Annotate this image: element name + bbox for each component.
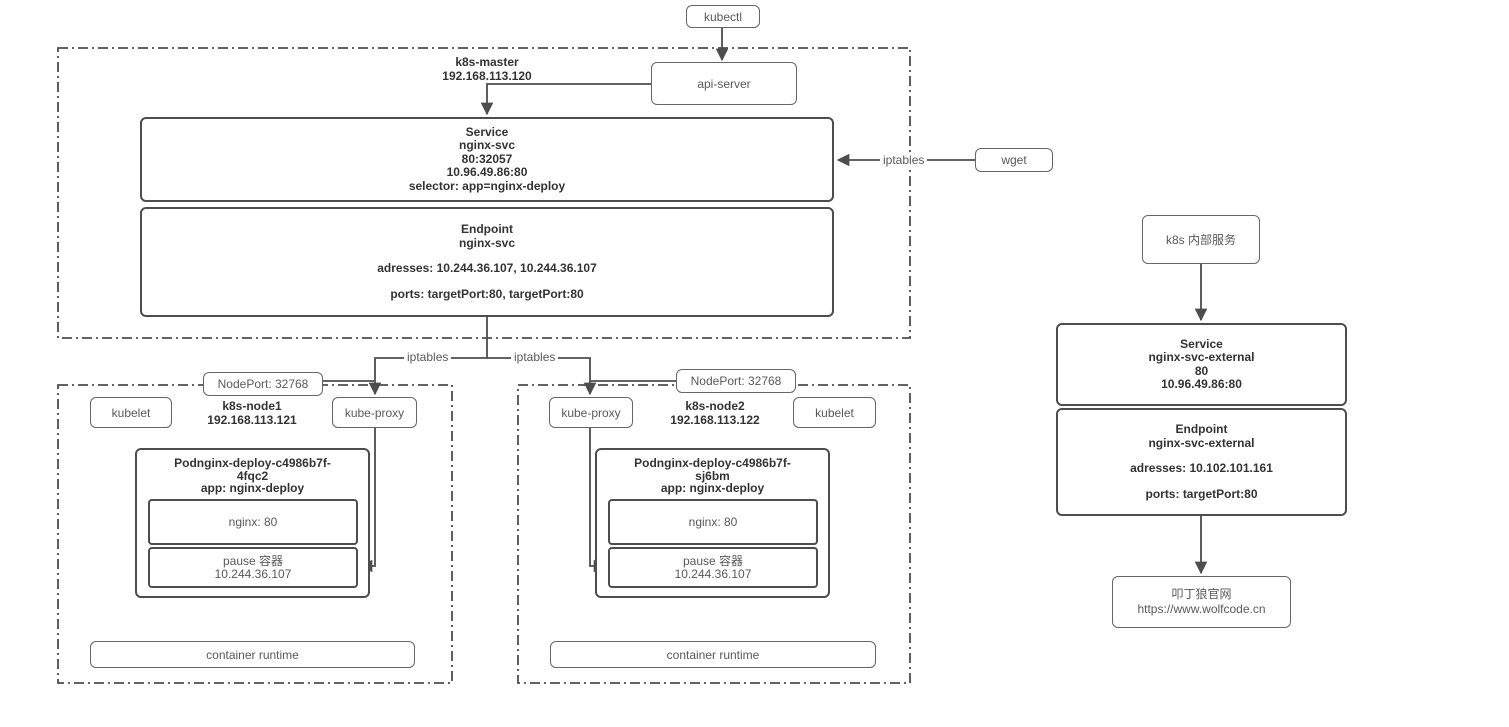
node2-nodeport-label: NodePort: 32768: [690, 374, 782, 388]
node1-nodeport-box: NodePort: 32768: [203, 372, 323, 396]
node2-nodeport-box: NodePort: 32768: [676, 369, 796, 393]
node2-pod-title: Podnginx-deploy-c4986b7f- sj6bm app: ngi…: [597, 457, 828, 495]
endpoint-ports: ports: targetPort:80, targetPort:80: [390, 286, 584, 301]
master-name: k8s-master: [455, 55, 519, 69]
endpoint-title: Endpoint: [461, 222, 513, 236]
node1-pause-label: pause 容器: [222, 553, 284, 568]
external-endpoint-addresses: adresses: 10.102.101.161: [1130, 461, 1273, 475]
node1-pod-title-line2: 4fqc2: [236, 468, 269, 483]
node1-header: k8s-node1 192.168.113.121: [182, 399, 322, 427]
node1-name: k8s-node1: [222, 399, 282, 413]
node2-name: k8s-node2: [685, 399, 745, 413]
node2-container-runtime-box: container runtime: [550, 641, 876, 668]
external-endpoint-title: Endpoint: [1175, 422, 1228, 436]
external-service-cluster-ip: 10.96.49.86:80: [1161, 377, 1242, 391]
node1-kube-proxy-box: kube-proxy: [332, 397, 417, 428]
external-endpoint-box: Endpoint nginx-svc-external adresses: 10…: [1056, 408, 1347, 516]
master-boundary: [57, 47, 911, 339]
node2-pod-title-line1: Podnginx-deploy-c4986b7f-: [634, 456, 791, 470]
node1-ip: 192.168.113.121: [207, 412, 297, 427]
wolfcode-site-box: 叩丁狼官网 https://www.wolfcode.cn: [1112, 576, 1291, 628]
wolfcode-site-name: 叩丁狼官网: [1171, 587, 1232, 601]
node1-pod-title: Podnginx-deploy-c4986b7f- 4fqc2 app: ngi…: [137, 457, 368, 495]
node2-kube-proxy-box: kube-proxy: [549, 397, 633, 428]
node1-kubelet-label: kubelet: [111, 405, 151, 420]
node1-pod-app: app: nginx-deploy: [200, 481, 305, 495]
kubectl-box: kubectl: [686, 5, 760, 28]
external-service-title: Service: [1180, 336, 1223, 351]
node2-container-runtime-label: container runtime: [666, 647, 760, 662]
node1-kubelet-box: kubelet: [90, 397, 172, 428]
api-server-label: api-server: [697, 76, 751, 91]
service-title: Service: [465, 124, 509, 139]
node2-kubelet-box: kubelet: [793, 397, 876, 428]
master-header: k8s-master 192.168.113.120: [380, 55, 594, 83]
node1-nginx-label: nginx: 80: [228, 515, 278, 529]
node1-nodeport-label: NodePort: 32768: [217, 377, 309, 391]
node1-pod-title-line1: Podnginx-deploy-c4986b7f-: [174, 456, 331, 470]
node1-container-runtime-label: container runtime: [206, 647, 299, 662]
iptables-label-right: iptables: [511, 351, 559, 364]
endpoint-addresses: adresses: 10.244.36.107, 10.244.36.107: [377, 261, 597, 275]
external-service-port: 80: [1194, 363, 1209, 378]
node2-pause-container-box: pause 容器 10.244.36.107: [608, 547, 818, 588]
node2-pause-label: pause 容器: [682, 553, 744, 568]
wget-box: wget: [975, 148, 1053, 172]
arrow-apiserver-service: [480, 83, 651, 116]
node2-ip: 192.168.113.122: [670, 412, 760, 427]
internal-service-entry-label: k8s 内部服务: [1165, 232, 1236, 247]
api-server-box: api-server: [651, 62, 797, 105]
external-endpoint-name: nginx-svc-external: [1148, 435, 1255, 450]
node1-kube-proxy-label: kube-proxy: [344, 405, 405, 420]
node2-pod-title-line2: sj6bm: [695, 468, 730, 483]
internal-service-entry-box: k8s 内部服务: [1142, 215, 1260, 264]
node2-nginx-container-box: nginx: 80: [608, 499, 818, 545]
node2-kube-proxy-label: kube-proxy: [561, 405, 621, 420]
external-endpoint-ports: ports: targetPort:80: [1145, 486, 1258, 501]
node2-pause-ip: 10.244.36.107: [674, 566, 752, 581]
service-selector: selector: app=nginx-deploy: [408, 178, 566, 193]
node1-container-runtime-box: container runtime: [90, 641, 415, 668]
node2-pod-app: app: nginx-deploy: [660, 481, 765, 495]
external-service-box: Service nginx-svc-external 80 10.96.49.8…: [1056, 323, 1347, 406]
iptables-label-left: iptables: [404, 351, 452, 364]
master-ip: 192.168.113.120: [442, 68, 532, 83]
node1-boundary: [57, 384, 453, 684]
service-name: nginx-svc: [458, 138, 515, 153]
iptables-label-wget: iptables: [880, 154, 928, 167]
node1-pause-container-box: pause 容器 10.244.36.107: [148, 547, 358, 588]
node2-nginx-label: nginx: 80: [688, 515, 738, 529]
node2-header: k8s-node2 192.168.113.122: [645, 399, 785, 427]
master-service-box: Service nginx-svc 80:32057 10.96.49.86:8…: [140, 117, 834, 202]
wolfcode-site-url: https://www.wolfcode.cn: [1137, 602, 1266, 616]
endpoint-name: nginx-svc: [458, 235, 515, 250]
service-cluster-ip: 10.96.49.86:80: [446, 165, 528, 180]
node1-pause-ip: 10.244.36.107: [214, 566, 292, 581]
external-service-name: nginx-svc-external: [1148, 350, 1255, 364]
kubectl-label: kubectl: [703, 9, 743, 24]
node1-nginx-container-box: nginx: 80: [148, 499, 358, 545]
node2-kubelet-label: kubelet: [815, 405, 854, 420]
master-endpoint-box: Endpoint nginx-svc adresses: 10.244.36.1…: [140, 207, 834, 317]
wget-label: wget: [1001, 153, 1027, 167]
service-port: 80:32057: [461, 151, 513, 166]
